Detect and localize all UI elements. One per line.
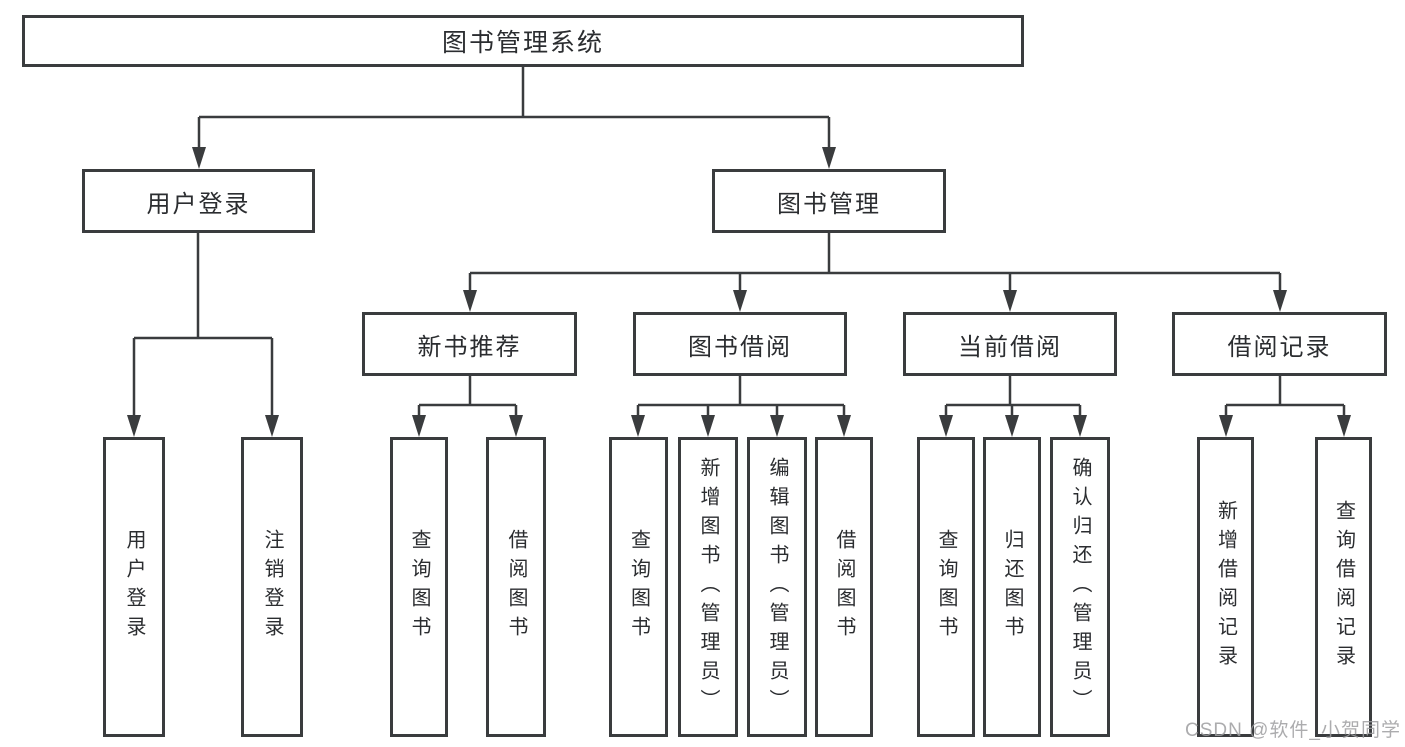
leaf-bb-add-books-admin: 新增图书（管理员） xyxy=(678,437,738,737)
arrowheads xyxy=(127,147,1351,437)
leaf-cb-query-books: 查询图书 xyxy=(917,437,975,737)
leaf-user-login: 用户登录 xyxy=(103,437,165,737)
leaf-cb-return-books: 归还图书 xyxy=(983,437,1041,737)
node-borrowing-records: 借阅记录 xyxy=(1172,312,1387,376)
leaf-bb-edit-books-admin-label: 编辑图书（管理员） xyxy=(766,456,788,718)
leaf-br-add-record-label: 新增借阅记录 xyxy=(1214,500,1237,674)
leaf-nb-query-books: 查询图书 xyxy=(390,437,448,737)
leaf-br-query-record-label: 查询借阅记录 xyxy=(1332,500,1355,674)
node-book-borrowing: 图书借阅 xyxy=(633,312,847,376)
node-root: 图书管理系统 xyxy=(22,15,1024,67)
node-current-borrowing: 当前借阅 xyxy=(903,312,1117,376)
leaf-bb-query-books: 查询图书 xyxy=(609,437,668,737)
leaf-logout-login: 注销登录 xyxy=(241,437,303,737)
leaf-cb-query-books-label: 查询图书 xyxy=(935,529,957,645)
leaf-logout-login-label: 注销登录 xyxy=(261,529,283,645)
node-book-management: 图书管理 xyxy=(712,169,946,233)
leaf-br-query-record: 查询借阅记录 xyxy=(1315,437,1372,737)
leaf-bb-add-books-admin-label: 新增图书（管理员） xyxy=(697,456,719,718)
leaf-cb-return-books-label: 归还图书 xyxy=(1001,529,1023,645)
leaf-bb-query-books-label: 查询图书 xyxy=(627,529,650,645)
leaf-bb-borrow-books: 借阅图书 xyxy=(815,437,873,737)
leaf-nb-borrow-books-label: 借阅图书 xyxy=(505,529,527,645)
node-user-login: 用户登录 xyxy=(82,169,315,233)
watermark: CSDN @软件_小贺同学 xyxy=(1185,720,1401,741)
leaf-nb-borrow-books: 借阅图书 xyxy=(486,437,546,737)
leaf-user-login-label: 用户登录 xyxy=(123,529,145,645)
leaf-br-add-record: 新增借阅记录 xyxy=(1197,437,1254,737)
leaf-cb-confirm-return-admin-label: 确认归还（管理员） xyxy=(1069,456,1091,718)
leaf-bb-borrow-books-label: 借阅图书 xyxy=(833,529,855,645)
leaf-cb-confirm-return-admin: 确认归还（管理员） xyxy=(1050,437,1110,737)
leaf-bb-edit-books-admin: 编辑图书（管理员） xyxy=(747,437,807,737)
leaf-nb-query-books-label: 查询图书 xyxy=(408,529,430,645)
node-new-book-recommendation: 新书推荐 xyxy=(362,312,577,376)
